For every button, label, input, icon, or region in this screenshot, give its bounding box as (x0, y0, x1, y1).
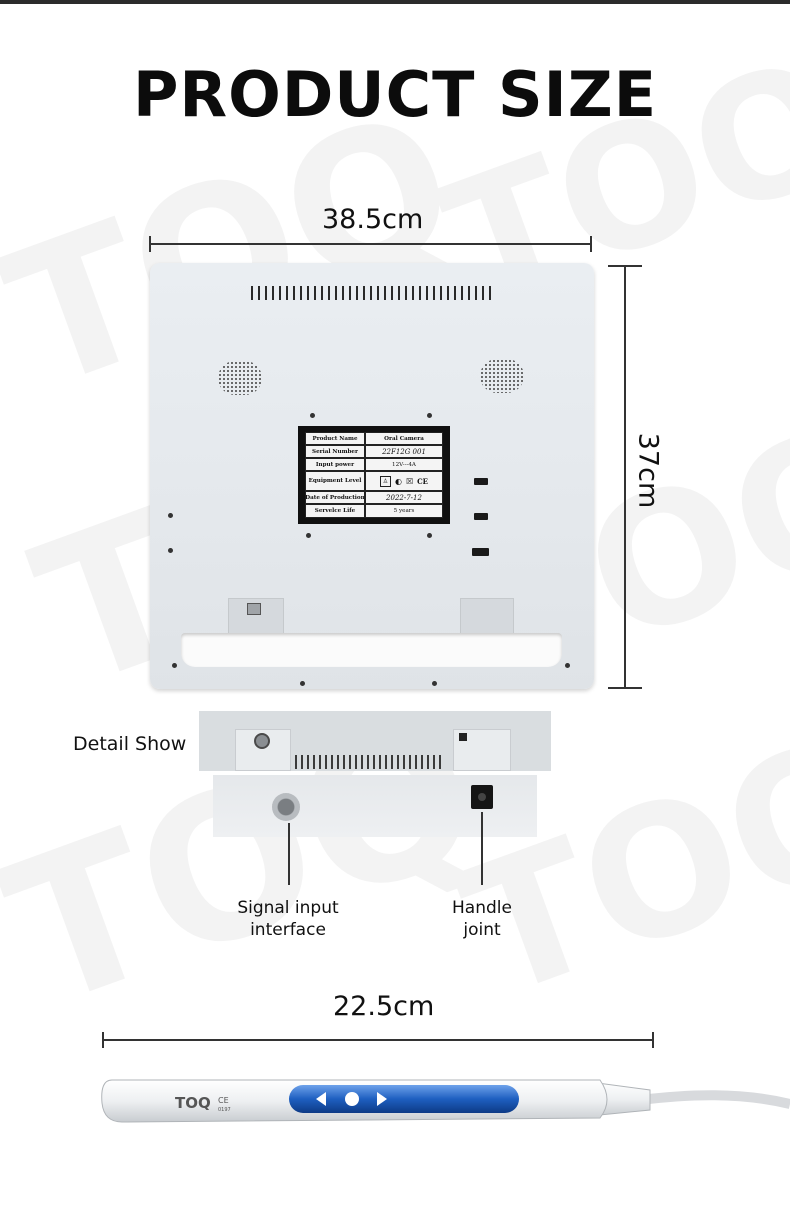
handle-joint-callout-line (481, 812, 483, 885)
right-arrow-button (377, 1092, 387, 1106)
rating-value: Oral Camera (365, 432, 443, 445)
handpiece-cable (639, 1090, 790, 1109)
signal-connector (247, 603, 261, 615)
circle-symbol-icon: ◐ (394, 476, 402, 486)
dimension-tick (608, 265, 642, 267)
button-panel (289, 1085, 519, 1113)
connector-recess-left (228, 598, 284, 636)
ce-mark: CE (417, 476, 429, 486)
rating-value: 12V---4A (365, 458, 443, 471)
hdmi-port (472, 548, 489, 556)
screw (168, 548, 173, 553)
rating-key: Product Name (305, 432, 365, 445)
rating-label-table: Product Name Oral Camera Serial Number 2… (305, 432, 443, 518)
rating-key: Input power (305, 458, 365, 471)
screw (168, 513, 173, 518)
detail-connector-left (254, 733, 270, 749)
equipment-symbols: ♙ ◐ ☒ CE (365, 471, 443, 491)
left-arrow-button (316, 1092, 326, 1106)
handpiece-ce-number: 0197 (218, 1107, 231, 1113)
dimension-tick (102, 1032, 104, 1048)
signal-input-callout-line (288, 823, 290, 885)
screw (432, 681, 437, 686)
rating-value: 2022-7-12 (365, 491, 443, 504)
handpiece-length-label: 22.5cm (333, 991, 435, 1022)
handle-joint-label: Handle joint (452, 898, 512, 940)
screw (427, 413, 432, 418)
detail-image-bottom (213, 775, 537, 837)
monitor-width-label: 38.5cm (322, 204, 424, 235)
detail-port-right (459, 733, 467, 741)
connector-recess-right (460, 598, 514, 636)
screw (300, 681, 305, 686)
handpiece-image: TOQ CE 0197 (101, 1079, 790, 1123)
screw (427, 533, 432, 538)
dimension-tick (590, 236, 592, 252)
center-button (345, 1092, 359, 1106)
dimension-tick (149, 236, 151, 252)
handpiece-ce-mark: CE (218, 1096, 229, 1105)
monitor-back-image: Product Name Oral Camera Serial Number 2… (150, 263, 594, 689)
rating-key: Serial Number (305, 445, 365, 458)
rating-value: 5 years (365, 504, 443, 518)
signal-input-label: Signal input interface (237, 898, 339, 940)
rating-value: 22F12G 001 (365, 445, 443, 458)
speaker-grille-left (218, 361, 262, 395)
handpiece-length-line (102, 1039, 654, 1041)
rating-key: Date of Production (305, 491, 365, 504)
type-bf-icon: ♙ (379, 475, 391, 487)
detail-image-top (199, 711, 551, 771)
monitor-width-line (149, 243, 591, 245)
screw (306, 533, 311, 538)
rating-key: Equipment Level (305, 471, 365, 491)
dc-jack-hole (478, 793, 486, 801)
weee-bin-icon: ☒ (405, 476, 414, 486)
page-title: PRODUCT SIZE (132, 58, 658, 131)
dimension-tick (652, 1032, 654, 1048)
handpiece-brand: TOQ (175, 1094, 211, 1112)
detail-show-label: Detail Show (73, 733, 187, 755)
rating-key: Servelce Life (305, 504, 365, 518)
handle-joint-connector (471, 785, 493, 809)
speaker-grille-right (480, 359, 524, 393)
handle-cutout (181, 633, 562, 667)
monitor-height-line (624, 265, 626, 688)
top-border (0, 0, 790, 4)
detail-vents (295, 755, 445, 769)
top-vent-grille (251, 286, 493, 300)
signal-input-connector (272, 793, 300, 821)
screw (172, 663, 177, 668)
screw (310, 413, 315, 418)
usb-port (474, 478, 488, 485)
rating-label-plate: Product Name Oral Camera Serial Number 2… (298, 426, 450, 524)
usb-port (474, 513, 488, 520)
dimension-tick (608, 687, 642, 689)
screw (565, 663, 570, 668)
monitor-height-label: 37cm (632, 432, 664, 509)
